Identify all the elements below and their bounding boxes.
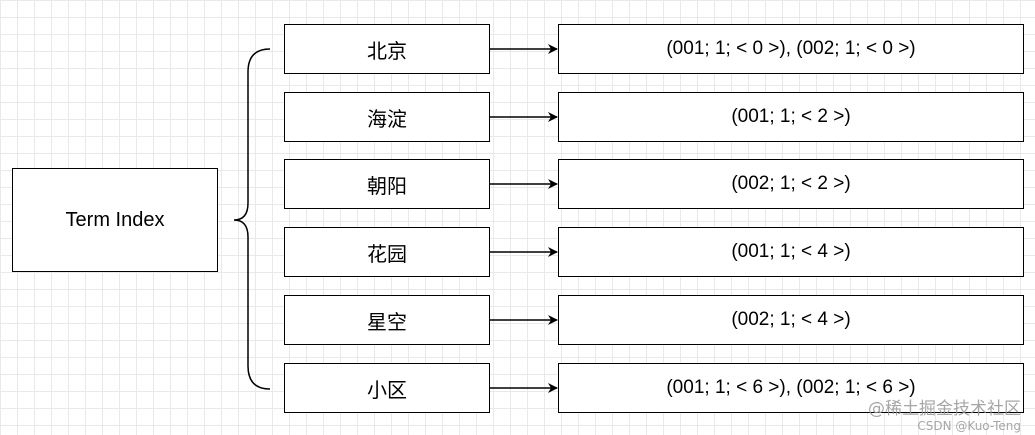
term-index-label: Term Index: [65, 208, 165, 231]
term-box: 花园: [284, 227, 490, 277]
posting-list-box: (001; 1; < 6 >), (002; 1; < 6 >): [558, 363, 1024, 413]
posting-list-box: (002; 1; < 2 >): [558, 159, 1024, 209]
posting-list-label: (001; 1; < 0 >), (002; 1; < 0 >): [666, 38, 916, 59]
posting-list-label: (001; 1; < 4 >): [731, 241, 851, 262]
term-label: 朝阳: [367, 173, 407, 198]
curly-brace: [233, 48, 271, 390]
term-label: 小区: [367, 377, 407, 402]
posting-list-box: (002; 1; < 4 >): [558, 295, 1024, 345]
term-index-box: Term Index: [12, 168, 218, 272]
term-box: 星空: [284, 295, 490, 345]
watermark-user: CSDN @Kuo-Teng: [917, 419, 1021, 433]
term-box: 海淀: [284, 92, 490, 142]
posting-list-label: (001; 1; < 2 >): [731, 106, 851, 127]
term-box: 小区: [284, 363, 490, 413]
term-box: 朝阳: [284, 159, 490, 209]
term-label: 星空: [367, 309, 407, 334]
posting-list-box: (001; 1; < 2 >): [558, 92, 1024, 142]
posting-list-box: (001; 1; < 0 >), (002; 1; < 0 >): [558, 24, 1024, 74]
watermark-site: @稀土掘金技术社区: [868, 399, 1021, 419]
posting-list-label: (001; 1; < 6 >), (002; 1; < 6 >): [666, 377, 916, 398]
term-label: 北京: [367, 38, 407, 63]
posting-list-label: (002; 1; < 4 >): [731, 309, 851, 330]
term-box: 北京: [284, 24, 490, 74]
posting-list-box: (001; 1; < 4 >): [558, 227, 1024, 277]
term-label: 花园: [367, 241, 407, 266]
posting-list-label: (002; 1; < 2 >): [731, 173, 851, 194]
term-label: 海淀: [367, 106, 407, 131]
